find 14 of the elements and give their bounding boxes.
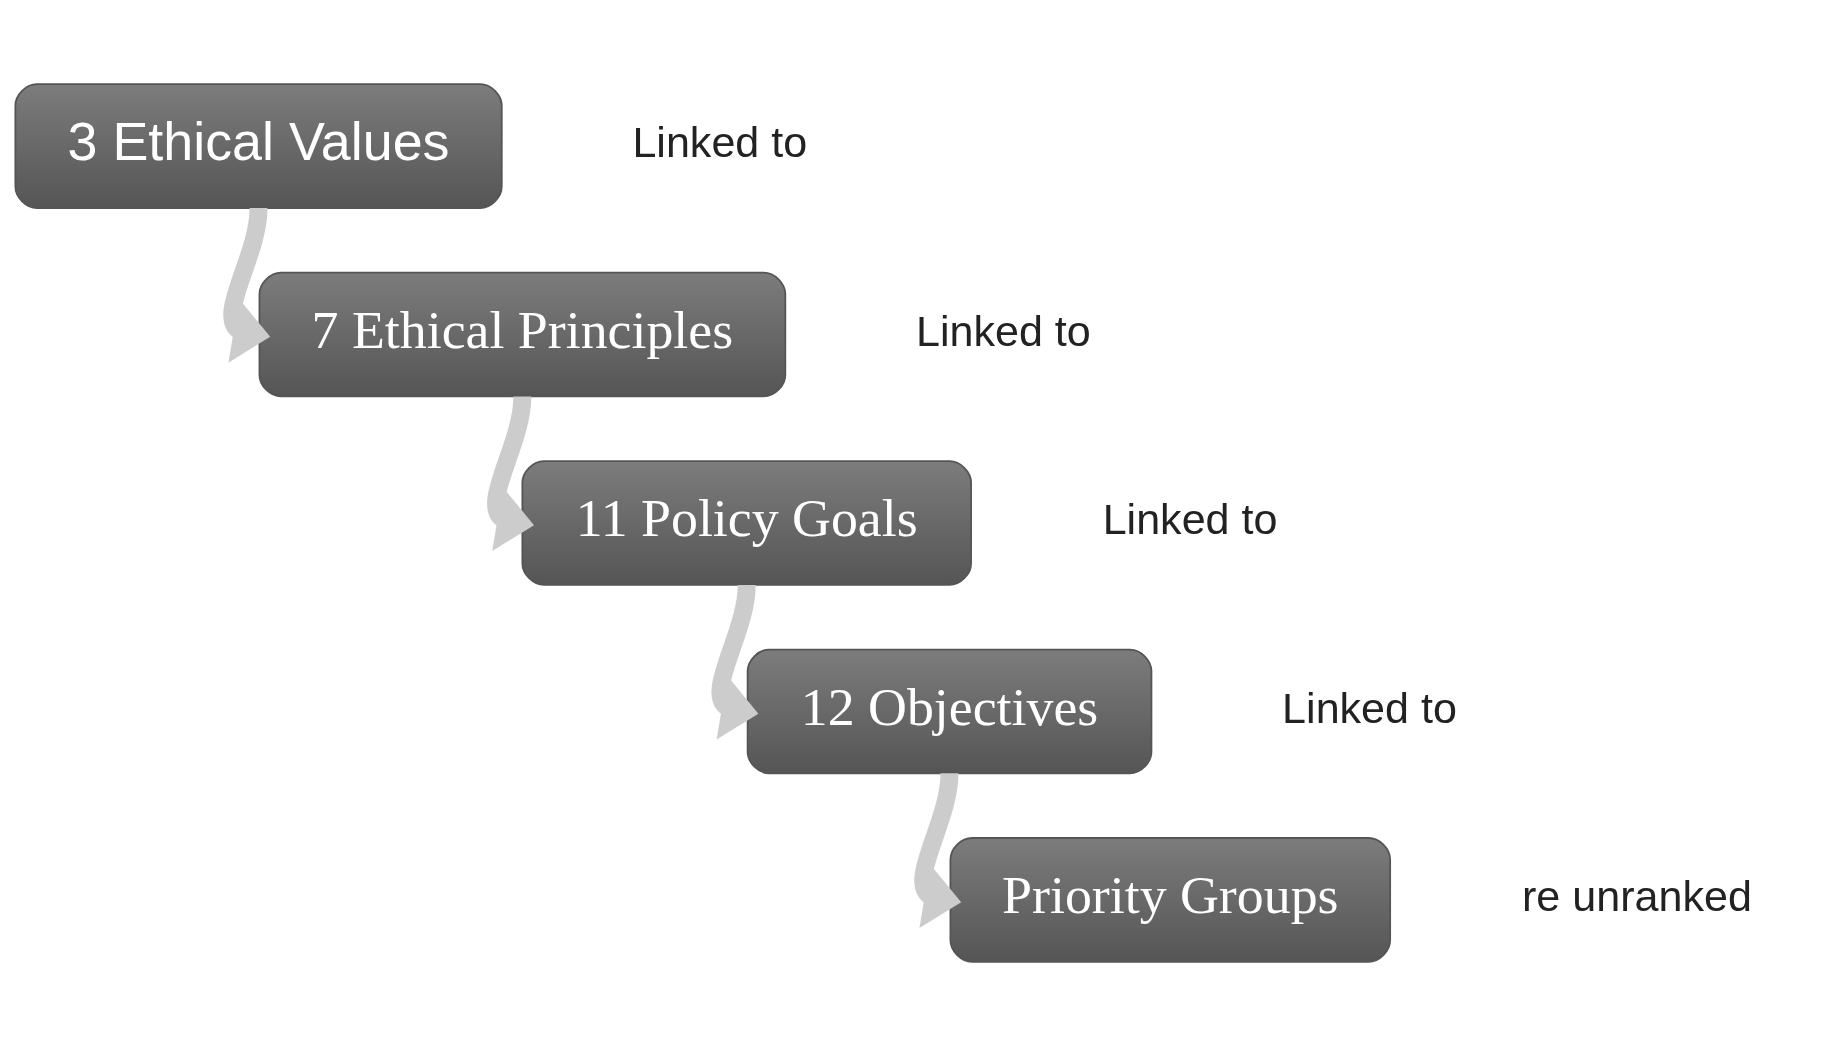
arrow (487, 395, 535, 551)
node-label: Linked to (915, 306, 1091, 355)
node-box: 12 Objectives (746, 648, 1153, 774)
arrow (223, 206, 271, 363)
node-box: Priority Groups (949, 836, 1392, 963)
arrow (914, 772, 962, 928)
node-box: 3 Ethical Values (14, 82, 503, 209)
arrow (711, 583, 759, 740)
node-box: 11 Policy Goals (521, 459, 972, 586)
node-label: Linked to (1102, 494, 1278, 543)
node-box: 7 Ethical Principles (258, 271, 787, 397)
node-label: Linked to (1282, 683, 1457, 732)
label: re unranked (1522, 871, 1752, 920)
node-label: Linked to (632, 117, 808, 166)
